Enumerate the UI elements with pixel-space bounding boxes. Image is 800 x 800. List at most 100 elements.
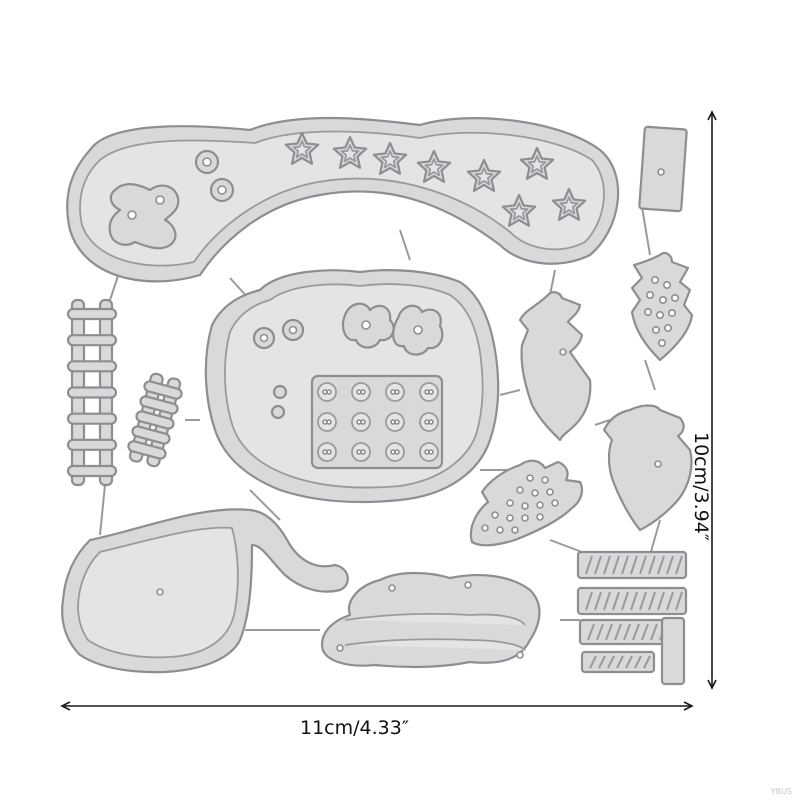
tree-die-dots-center bbox=[481, 474, 559, 534]
tree-die-large-top bbox=[518, 291, 592, 442]
star-dies bbox=[284, 131, 587, 227]
bar-stripe bbox=[634, 655, 642, 669]
ornament-dot bbox=[491, 511, 499, 519]
button-hole bbox=[394, 449, 400, 455]
striped-bar-dies bbox=[576, 550, 688, 686]
ladder-rung bbox=[66, 412, 118, 425]
button-hole bbox=[428, 449, 434, 455]
button-hole bbox=[326, 389, 332, 395]
bar-stripe bbox=[621, 555, 629, 575]
tag-die bbox=[638, 125, 688, 213]
height-dimension-label: 10cm/3.94″ bbox=[690, 432, 712, 541]
ladder-rung bbox=[127, 440, 167, 460]
top-banner-die bbox=[66, 116, 620, 283]
ornament-dot bbox=[516, 486, 524, 494]
ornament-dot bbox=[531, 489, 539, 497]
ladder-rung bbox=[66, 360, 118, 373]
button-hole bbox=[326, 449, 332, 455]
tree-die-large-right bbox=[602, 404, 693, 532]
bar-end-cap bbox=[660, 616, 686, 686]
bar-stripe bbox=[657, 591, 665, 611]
star-inner bbox=[527, 155, 547, 174]
ladder-rung bbox=[66, 307, 118, 321]
button-hole bbox=[360, 419, 366, 425]
ornament-dot bbox=[551, 499, 559, 507]
dimension-lines bbox=[60, 110, 717, 711]
ornament-dot bbox=[481, 524, 489, 532]
ornament-dot bbox=[496, 526, 504, 534]
ornament-dot bbox=[541, 476, 549, 484]
bar-stripe bbox=[625, 655, 633, 669]
bar-stripe bbox=[585, 591, 593, 611]
ornament-dot bbox=[511, 526, 519, 534]
star-inner bbox=[380, 150, 400, 169]
ornament-dot bbox=[546, 488, 554, 496]
ornament-dot bbox=[526, 474, 534, 482]
bar-stripe bbox=[650, 623, 658, 641]
ornament-dot bbox=[521, 514, 529, 522]
ladder-rung bbox=[135, 410, 175, 430]
button-hole bbox=[428, 419, 434, 425]
center-plate-die bbox=[204, 269, 500, 504]
star-inner bbox=[340, 144, 360, 163]
ladder-rung bbox=[66, 386, 118, 399]
bar-stripe bbox=[605, 623, 613, 641]
bar-stripe bbox=[616, 655, 624, 669]
ornament-dot bbox=[536, 501, 544, 509]
tree-die-dotted-top-right bbox=[630, 251, 694, 362]
width-dimension-label: 11cm/4.33″ bbox=[300, 717, 409, 739]
bar-stripe bbox=[639, 591, 647, 611]
ornament-dot bbox=[655, 310, 664, 319]
bar-stripe bbox=[641, 623, 649, 641]
ladder-rung bbox=[143, 380, 183, 400]
bar-stripe bbox=[639, 555, 647, 575]
bar-stripe bbox=[666, 591, 674, 611]
bar-stripe bbox=[657, 555, 665, 575]
bar-stripe bbox=[630, 591, 638, 611]
ornament-dot bbox=[667, 308, 676, 317]
bar-stripe bbox=[607, 655, 615, 669]
ladder-rung bbox=[66, 464, 118, 478]
ornament-dot bbox=[657, 338, 666, 347]
ornament-dot bbox=[645, 290, 654, 299]
ornament-dot bbox=[506, 499, 514, 507]
ornament-dot bbox=[670, 293, 679, 302]
ornament-dot bbox=[651, 325, 660, 334]
bar-stripe bbox=[630, 555, 638, 575]
star-inner bbox=[509, 202, 529, 221]
button-hole bbox=[360, 449, 366, 455]
ladder-rung bbox=[66, 334, 118, 347]
bar-stripe bbox=[614, 623, 622, 641]
bar-stripe bbox=[598, 655, 606, 669]
frame-die-bottom-left bbox=[61, 508, 349, 674]
bar-stripe bbox=[585, 555, 593, 575]
watermark: YBUS bbox=[770, 787, 792, 796]
star-inner bbox=[424, 158, 444, 177]
bar-stripe bbox=[648, 555, 656, 575]
button-hole bbox=[394, 389, 400, 395]
bar-stripe bbox=[587, 623, 595, 641]
bar-stripe bbox=[675, 591, 683, 611]
bar-stripe bbox=[666, 555, 674, 575]
button-hole bbox=[326, 419, 332, 425]
bar-stripe bbox=[648, 591, 656, 611]
bar-stripe bbox=[623, 623, 631, 641]
bar-stripe bbox=[603, 591, 611, 611]
bar-stripe bbox=[643, 655, 651, 669]
button-hole bbox=[360, 389, 366, 395]
ladder-die-small bbox=[127, 372, 183, 468]
button-dies bbox=[317, 382, 439, 462]
bar-stripe bbox=[675, 555, 683, 575]
die-bridges bbox=[99, 194, 661, 631]
star-inner bbox=[474, 167, 494, 186]
button-hole bbox=[394, 419, 400, 425]
cloud-banner-die bbox=[320, 571, 541, 669]
bar-stripe bbox=[632, 623, 640, 641]
star-inner bbox=[292, 140, 312, 159]
ornament-dot bbox=[658, 295, 667, 304]
ladder-die-large bbox=[66, 298, 118, 487]
bar-stripe bbox=[594, 555, 602, 575]
bar-stripe bbox=[621, 591, 629, 611]
ornament-dot bbox=[662, 280, 671, 289]
